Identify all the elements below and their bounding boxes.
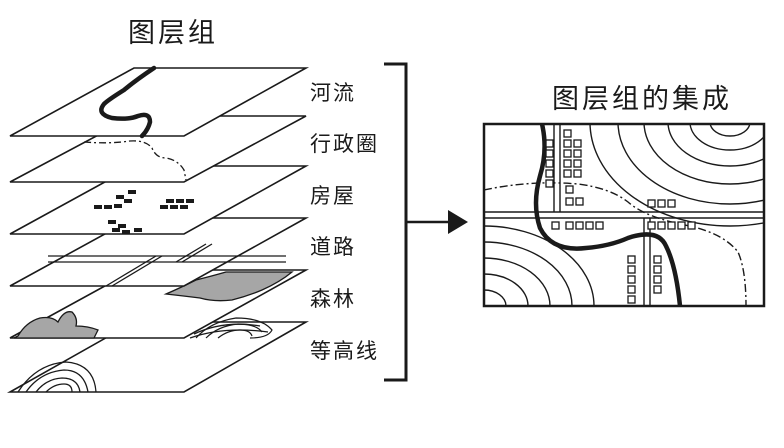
layer-label-river: 河流 bbox=[310, 81, 356, 105]
layer-plane-admin bbox=[9, 115, 307, 183]
result-title: 图层组的集成 bbox=[552, 84, 732, 115]
layer-bracket bbox=[384, 62, 408, 382]
layer-label-forest: 森林 bbox=[310, 287, 356, 311]
arrow-icon bbox=[406, 210, 468, 234]
map-houses bbox=[545, 129, 696, 304]
layer-plane-river bbox=[9, 65, 310, 139]
integrated-map bbox=[482, 122, 766, 308]
layer-plane-contour bbox=[6, 321, 310, 393]
map-river bbox=[533, 124, 683, 306]
map-contours-top bbox=[589, 124, 764, 227]
layer-plane-road bbox=[9, 217, 310, 287]
layer-label-list: 河流 行政圈 房屋 道路 森林 等高线 bbox=[310, 81, 379, 363]
diagram-title: 图层组 bbox=[128, 18, 218, 49]
layer-plane-forest bbox=[9, 269, 310, 339]
layer-label-admin: 行政圈 bbox=[310, 132, 379, 156]
layer-label-contour: 等高线 bbox=[310, 339, 379, 363]
layer-plane-house bbox=[9, 165, 310, 235]
layer-label-house: 房屋 bbox=[310, 184, 356, 208]
layer-label-road: 道路 bbox=[310, 235, 356, 259]
